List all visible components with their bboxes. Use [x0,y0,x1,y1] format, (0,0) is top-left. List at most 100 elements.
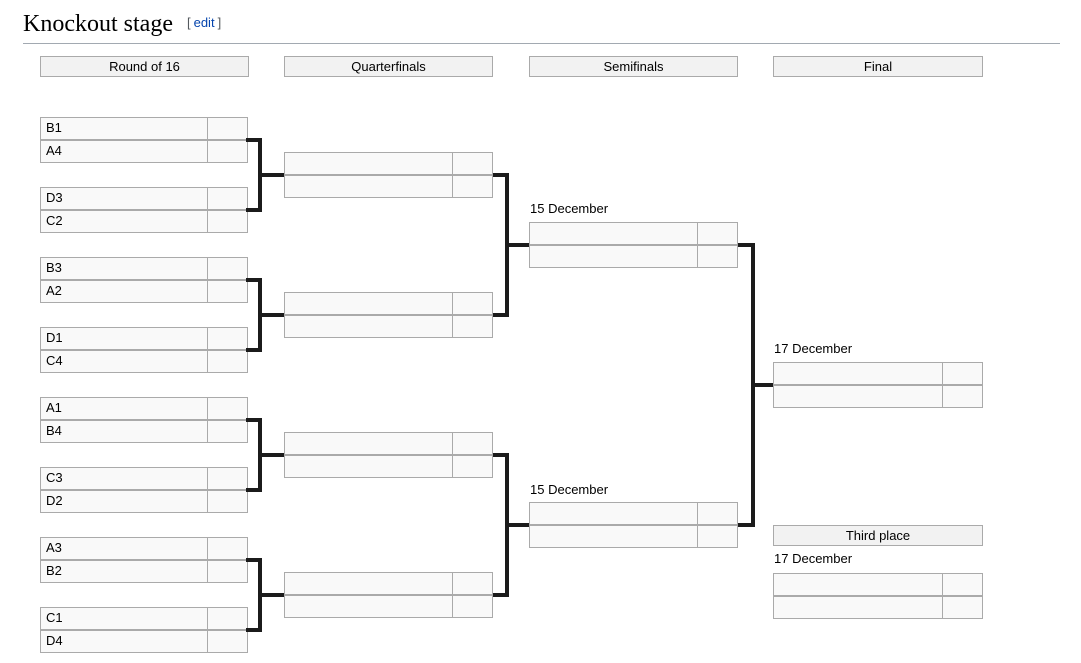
team-name: C2 [46,213,63,228]
header-semifinals: Semifinals [529,56,738,77]
header-quarterfinals: Quarterfinals [284,56,493,77]
team-name [774,386,942,407]
bracket-connector-line [493,593,509,597]
r16-match5-team2-row: B4 [40,420,248,443]
r16-match1-team1-row: B1 [40,117,248,140]
team-name [285,456,452,477]
r16-match8-team2-row: D4 [40,630,248,653]
bracket-connector-line [246,558,262,562]
r16-match3-team1-row: B3 [40,257,248,280]
r16-match4-team1-row: D1 [40,327,248,350]
team-name: B4 [46,423,62,438]
page-title: Knockout stage [edit] [23,11,221,38]
team-name: C1 [46,610,63,625]
final-team2-row [773,385,983,408]
score-cell [942,363,982,384]
score-cell [207,211,247,232]
score-cell [697,503,737,524]
bracket-connector-line [246,278,262,282]
sf-match2-team1-row [529,502,738,525]
third-place-team1-row [773,573,983,596]
edit-link[interactable]: edit [193,15,215,30]
team-name [530,503,697,524]
bracket-connector-line [493,453,509,457]
r16-match7-team2-row: B2 [40,560,248,583]
header-round-of-16-label: Round of 16 [109,59,180,74]
score-cell [207,631,247,652]
bracket-connector-line [246,348,262,352]
r16-match2-team1-row: D3 [40,187,248,210]
qf-match1-team1-row [284,152,493,175]
heading-divider [23,43,1060,44]
header-final-label: Final [863,59,893,74]
score-cell [452,596,492,617]
score-cell [207,421,247,442]
bracket-connector-line [258,453,284,457]
sf-match1-team2-row [529,245,738,268]
bracket-connector-line [751,383,773,387]
bracket-connector-line [258,593,284,597]
score-cell [452,153,492,174]
score-cell [207,491,247,512]
r16-match8-team1-row: C1 [40,607,248,630]
header-semifinals-label: Semifinals [603,59,664,74]
qf-match2-team1-row [284,292,493,315]
header-quarterfinals-label: Quarterfinals [351,59,426,74]
team-name [530,526,697,547]
bracket-connector-line [505,523,529,527]
score-cell [207,351,247,372]
score-cell [452,176,492,197]
team-name: A2 [46,283,62,298]
score-cell [207,281,247,302]
edit-bracket-close: ] [217,15,222,30]
r16-match6-team2-row: D2 [40,490,248,513]
score-cell [697,526,737,547]
bracket-connector-line [258,313,284,317]
team-name [285,293,452,314]
r16-match7-team1-row: A3 [40,537,248,560]
r16-match4-team2-row: C4 [40,350,248,373]
semifinal2-date: 15 December [530,482,609,497]
header-third-place-label: Third place [845,528,911,543]
bracket-connector-line [493,313,509,317]
third-place-team2-row [773,596,983,619]
qf-match1-team2-row [284,175,493,198]
score-cell [207,328,247,349]
semifinal1-date: 15 December [530,201,609,216]
team-name: D3 [46,190,63,205]
r16-match3-team2-row: A2 [40,280,248,303]
score-cell [452,573,492,594]
edit-section: [edit] [187,15,221,30]
team-name [285,153,452,174]
team-name [530,223,697,244]
third-place-date: 17 December [774,551,853,566]
final-team1-row [773,362,983,385]
score-cell [207,608,247,629]
team-name [774,363,942,384]
bracket-connector-line [738,243,755,247]
qf-match4-team2-row [284,595,493,618]
score-cell [452,316,492,337]
team-name: B2 [46,563,62,578]
score-cell [452,456,492,477]
score-cell [697,246,737,267]
score-cell [942,386,982,407]
team-name: D1 [46,330,63,345]
team-name: C3 [46,470,63,485]
team-name [774,574,942,595]
team-name [285,433,452,454]
team-name: C4 [46,353,63,368]
team-name: B3 [46,260,62,275]
score-cell [207,141,247,162]
page-title-text: Knockout stage [23,11,173,37]
qf-match3-team2-row [284,455,493,478]
bracket-connector-line [246,208,262,212]
r16-match2-team2-row: C2 [40,210,248,233]
bracket-connector-line [493,173,509,177]
team-name: D2 [46,493,63,508]
team-name [285,176,452,197]
header-final: Final [773,56,983,77]
qf-match2-team2-row [284,315,493,338]
team-name: A3 [46,540,62,555]
score-cell [207,258,247,279]
